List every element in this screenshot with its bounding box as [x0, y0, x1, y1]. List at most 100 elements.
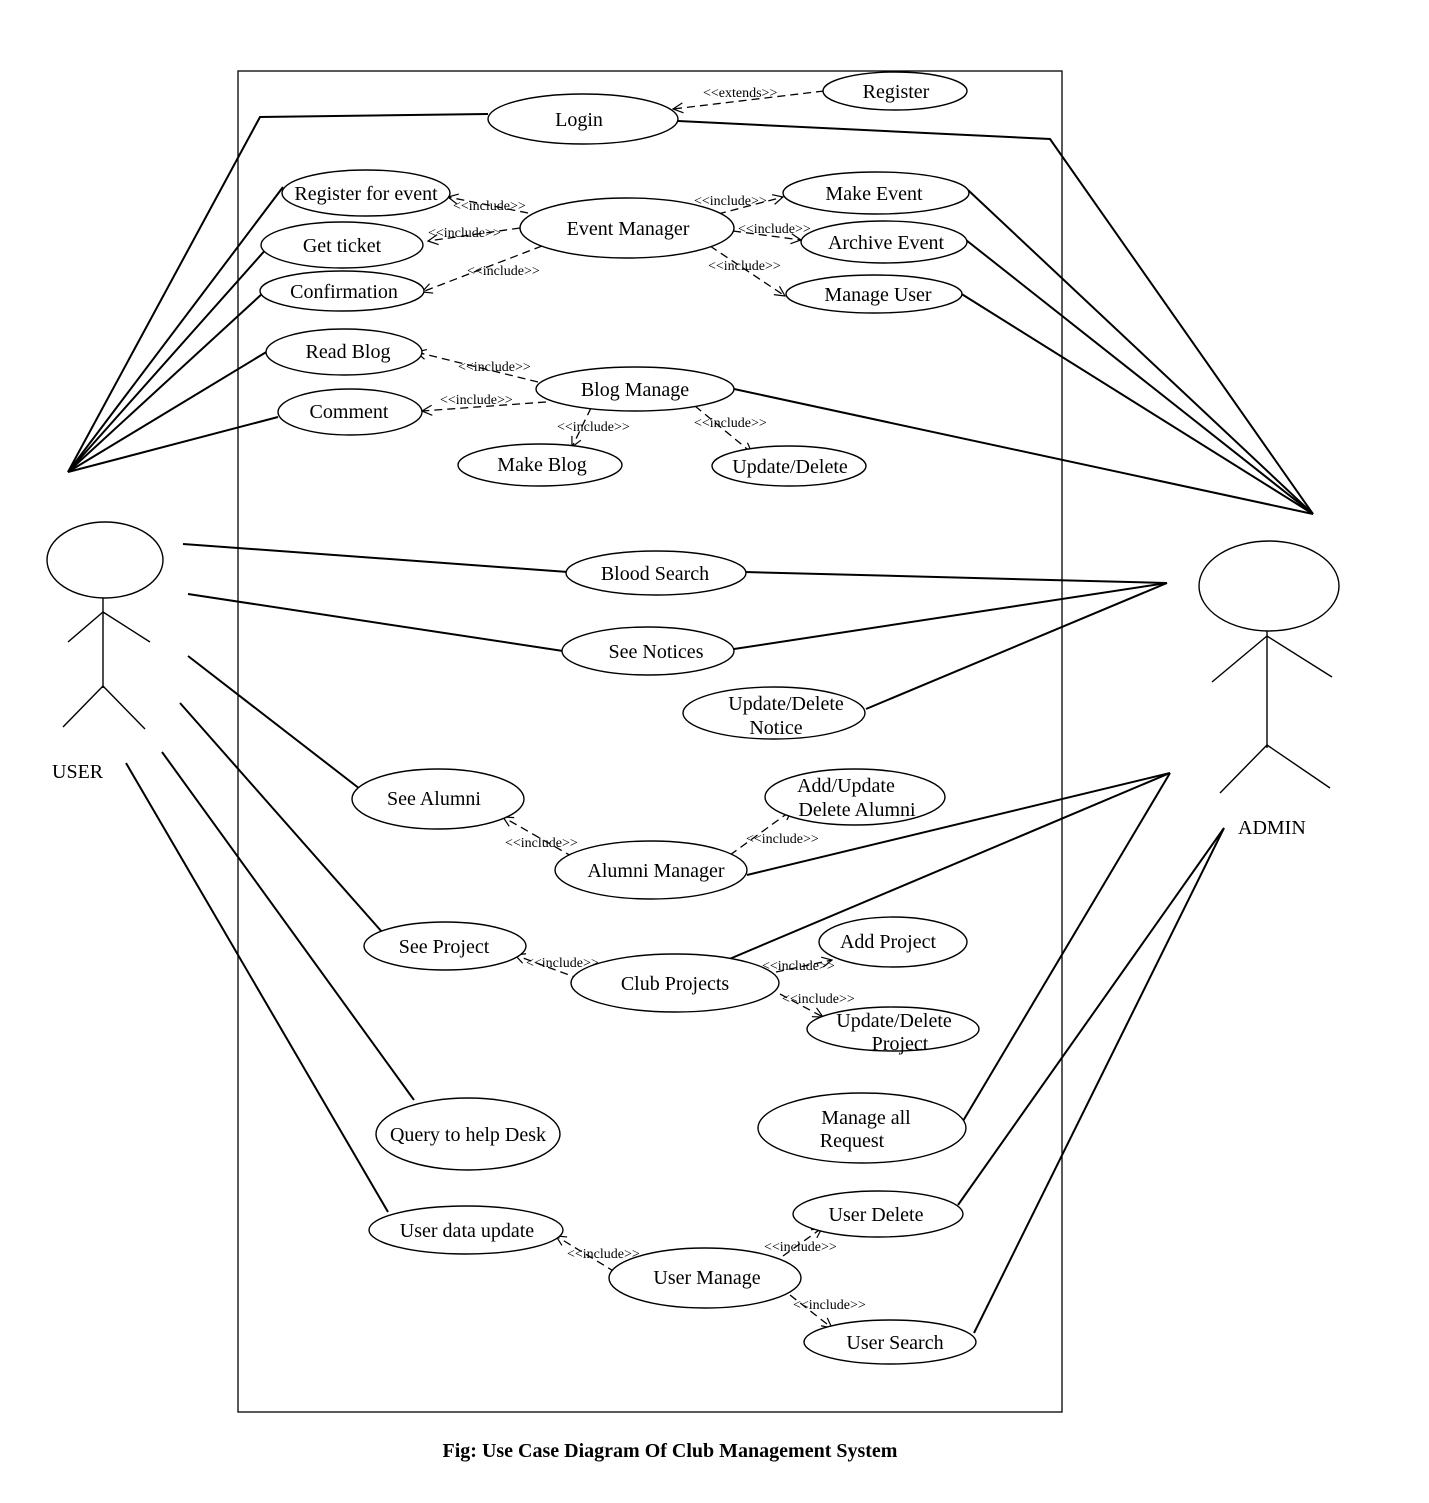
use-case-see-project: See Project [363, 921, 527, 971]
use-case-comment: Comment [277, 388, 423, 436]
inc-arrow-user-data-update [556, 1236, 616, 1273]
svg-text:Project: Project [872, 1033, 929, 1055]
inc-arrow-make-blog [572, 407, 592, 447]
svg-text:See Notices: See Notices [609, 641, 704, 663]
svg-text:Manage User: Manage User [824, 284, 932, 306]
svg-text:Update/Delete: Update/Delete [728, 693, 844, 715]
inc-label-update-blog: <<include>> [694, 416, 767, 431]
svg-text:Register: Register [863, 81, 930, 103]
use-case-make-event: Make Event [782, 171, 970, 215]
svg-text:Register for event: Register for event [294, 183, 438, 205]
inc-label-comment: <<include>> [440, 393, 513, 408]
assoc-user-see-notices [187, 593, 564, 652]
inc-arrow-update-project [779, 993, 823, 1017]
inc-arrow-get-ticket [428, 227, 521, 241]
svg-text:Query to help Desk: Query to help Desk [390, 1124, 546, 1146]
assoc-admin-manage-request [962, 772, 1171, 1122]
inc-label-register-event: <<include>> [453, 199, 526, 214]
inc-label-make-blog: <<include>> [557, 420, 630, 435]
svg-text:Alumni Manager: Alumni Manager [587, 860, 725, 882]
svg-text:Login: Login [555, 109, 603, 131]
use-case-confirmation: Confirmation [259, 270, 425, 312]
assoc-user-read-blog [67, 350, 269, 473]
user-actor-label: USER [52, 761, 104, 783]
use-case-club-projects: Club Projects [570, 953, 780, 1013]
inc-label-get-ticket: <<include>> [428, 226, 501, 241]
inc-arrow-archive-event [732, 230, 801, 240]
svg-text:Event Manager: Event Manager [567, 218, 690, 240]
svg-text:User Delete: User Delete [829, 1204, 924, 1226]
assoc-admin-archive-event [965, 239, 1314, 515]
inc-label-user-data-update: <<include>> [567, 1247, 640, 1262]
inc-arrow-manage-user [709, 245, 785, 296]
svg-text:Blog Manage: Blog Manage [581, 379, 689, 401]
assoc-user-data-update [125, 762, 389, 1213]
assoc-admin-manage-user [959, 292, 1314, 515]
inc-arrow-comment [422, 401, 547, 411]
admin-actor-label: ADMIN [1238, 817, 1306, 839]
use-case-user-delete: User Delete [792, 1190, 964, 1238]
svg-text:Comment: Comment [310, 401, 389, 423]
use-case-update-delete-notice: Update/Delete Notice [682, 686, 866, 740]
use-case-add-update-alumni: Add/Update Delete Alumni [764, 768, 946, 826]
svg-text:Add/Update: Add/Update [797, 775, 895, 797]
assoc-user-register-event [67, 186, 284, 473]
use-case-alumni-manager: Alumni Manager [554, 840, 748, 900]
use-case-register: Register [822, 71, 968, 111]
assoc-user-query-desk [161, 751, 415, 1101]
assoc-user-see-alumni [187, 655, 361, 790]
assoc-admin-make-event [967, 189, 1314, 515]
assoc-admin-user-search [973, 827, 1225, 1334]
svg-text:User Search: User Search [846, 1332, 943, 1354]
inc-arrow-add-project [775, 960, 832, 973]
use-case-see-notices: See Notices [561, 626, 735, 676]
use-case-manage-user: Manage User [785, 274, 963, 314]
inc-label-see-alumni: <<include>> [505, 836, 578, 851]
svg-text:Update/Delete: Update/Delete [836, 1010, 952, 1032]
use-case-see-alumni: See Alumni [351, 768, 525, 830]
inc-arrow-confirmation [422, 245, 543, 292]
system-boundary [237, 70, 1063, 1413]
assoc-admin-blood-search [744, 571, 1168, 584]
use-case-archive-event: Archive Event [800, 220, 968, 264]
use-case-make-blog: Make Blog [457, 443, 623, 487]
assoc-user-blood-search [182, 543, 569, 573]
assoc-admin-update-notice [865, 582, 1168, 710]
use-case-add-project: Add Project [818, 916, 968, 968]
inc-label-user-delete: <<include>> [764, 1240, 837, 1255]
assoc-admin-user-delete [957, 827, 1225, 1206]
inc-arrow-register-event [448, 197, 529, 214]
assoc-user-see-project [179, 702, 383, 933]
svg-text:Delete Alumni: Delete Alumni [798, 799, 916, 821]
assoc-user-comment [67, 416, 279, 473]
svg-text:Make Blog: Make Blog [497, 454, 586, 476]
use-case-update-delete-blog: Update/Delete [711, 445, 867, 487]
use-case-read-blog: Read Blog [265, 328, 423, 376]
svg-text:Read Blog: Read Blog [306, 341, 391, 363]
svg-text:Manage all: Manage all [821, 1107, 911, 1129]
inc-label-see-project: <<include>> [526, 956, 599, 971]
inc-label-add-alumni: <<include>> [746, 832, 819, 847]
inc-arrow-see-alumni [503, 817, 574, 858]
inc-label-read-blog: <<include>> [458, 360, 531, 375]
svg-text:Blood Search: Blood Search [601, 563, 709, 585]
assoc-user-get-ticket [67, 246, 269, 473]
inc-label-user-search: <<include>> [793, 1298, 866, 1313]
assoc-admin-club-projects [726, 772, 1171, 961]
inc-label-confirmation: <<include>> [467, 264, 540, 279]
svg-text:Request: Request [820, 1130, 885, 1152]
inc-arrow-see-project [515, 955, 581, 980]
svg-text:Club Projects: Club Projects [621, 973, 730, 995]
assoc-admin-see-notices [733, 582, 1168, 650]
svg-text:Notice: Notice [749, 717, 802, 739]
use-case-user-search: User Search [803, 1319, 977, 1365]
svg-text:User Manage: User Manage [653, 1267, 760, 1289]
use-case-query-help-desk: Query to help Desk [375, 1097, 561, 1171]
inc-arrow-user-delete [782, 1228, 822, 1257]
use-case-update-delete-project: Update/Delete Project [806, 1006, 980, 1055]
associations [67, 113, 1314, 1334]
extends-label: <<extends>> [703, 86, 777, 101]
assoc-admin-blog-manage [733, 388, 1314, 515]
figure-caption: Fig: Use Case Diagram Of Club Management… [442, 1440, 898, 1462]
